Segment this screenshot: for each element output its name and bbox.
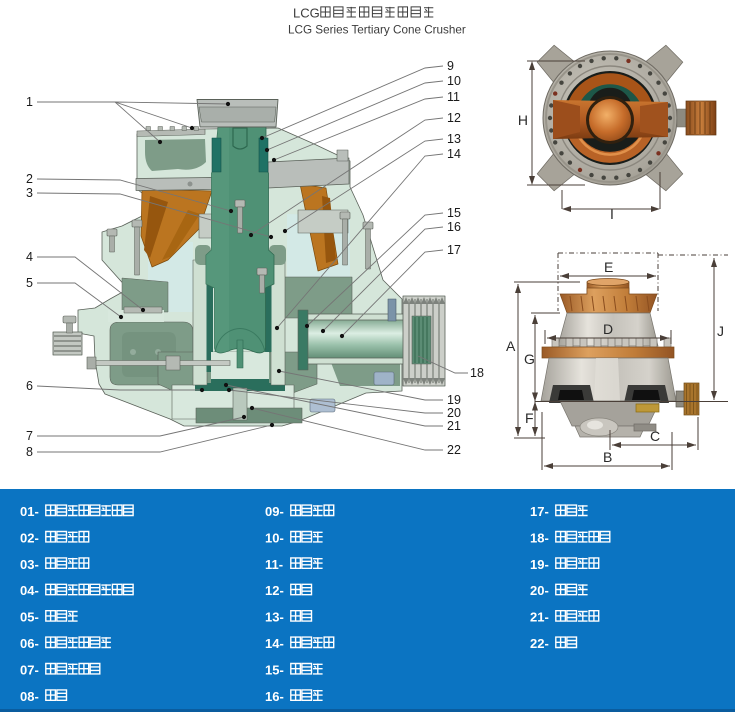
svg-text:14: 14	[447, 147, 461, 161]
svg-text:09-: 09-	[265, 504, 284, 519]
svg-text:3: 3	[26, 186, 33, 200]
svg-text:A: A	[506, 338, 516, 354]
svg-text:13: 13	[447, 132, 461, 146]
svg-text:E: E	[604, 259, 613, 275]
svg-text:8: 8	[26, 445, 33, 459]
svg-text:05-: 05-	[20, 610, 39, 625]
svg-text:12-: 12-	[265, 583, 284, 598]
svg-text:22: 22	[447, 443, 461, 457]
svg-text:11-: 11-	[265, 557, 283, 572]
svg-text:B: B	[603, 449, 612, 465]
svg-text:7: 7	[26, 429, 33, 443]
svg-text:19: 19	[447, 393, 461, 407]
svg-text:G: G	[524, 351, 535, 367]
svg-text:LCG Series Tertiary Cone Crush: LCG Series Tertiary Cone Crusher	[288, 24, 466, 37]
svg-text:H: H	[518, 112, 528, 128]
svg-text:I: I	[610, 206, 614, 222]
svg-text:18-: 18-	[530, 530, 549, 545]
svg-text:07-: 07-	[20, 662, 39, 677]
svg-text:14-: 14-	[265, 636, 284, 651]
svg-text:F: F	[525, 410, 534, 426]
svg-text:10-: 10-	[265, 530, 284, 545]
svg-text:17: 17	[447, 243, 461, 257]
svg-text:6: 6	[26, 379, 33, 393]
svg-text:02-: 02-	[20, 530, 39, 545]
svg-text:13-: 13-	[265, 610, 284, 625]
svg-text:J: J	[717, 323, 724, 339]
svg-text:LCG: LCG	[293, 6, 320, 21]
svg-text:16-: 16-	[265, 689, 284, 704]
svg-text:11: 11	[447, 90, 460, 104]
svg-text:4: 4	[26, 250, 33, 264]
svg-text:10: 10	[447, 74, 461, 88]
svg-text:20-: 20-	[530, 583, 549, 598]
svg-text:06-: 06-	[20, 636, 39, 651]
svg-text:03-: 03-	[20, 557, 39, 572]
svg-text:22-: 22-	[530, 636, 549, 651]
svg-text:18: 18	[470, 366, 484, 380]
svg-text:15-: 15-	[265, 662, 284, 677]
svg-text:5: 5	[26, 276, 33, 290]
svg-text:1: 1	[26, 95, 33, 109]
svg-text:16: 16	[447, 220, 461, 234]
svg-text:2: 2	[26, 172, 33, 186]
svg-text:21-: 21-	[530, 610, 549, 625]
svg-text:20: 20	[447, 406, 461, 420]
svg-text:04-: 04-	[20, 583, 39, 598]
svg-text:17-: 17-	[530, 504, 549, 519]
svg-text:01-: 01-	[20, 504, 39, 519]
svg-text:D: D	[603, 321, 613, 337]
svg-text:21: 21	[447, 419, 461, 433]
svg-text:19-: 19-	[530, 557, 549, 572]
svg-text:9: 9	[447, 59, 454, 73]
svg-text:C: C	[650, 428, 660, 444]
svg-text:15: 15	[447, 206, 461, 220]
svg-text:08-: 08-	[20, 689, 39, 704]
svg-text:12: 12	[447, 111, 461, 125]
